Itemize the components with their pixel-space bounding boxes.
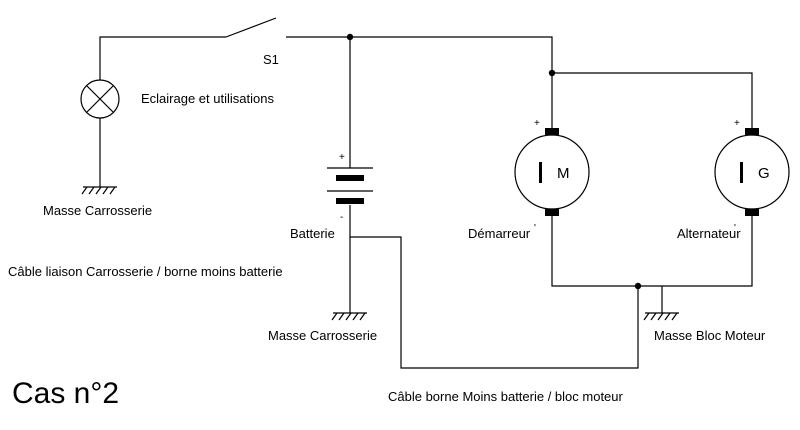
- junction-dot: [634, 282, 642, 290]
- starter-motor: [514, 128, 590, 216]
- wire-battery-to-engine-block: [350, 236, 639, 369]
- lamp-symbol: [80, 79, 120, 119]
- starter-letter: M: [557, 165, 570, 182]
- wires: [99, 17, 753, 369]
- ground-label-left: Masse Carrosserie: [43, 203, 152, 218]
- cable-body-label: Câble liaison Carrosserie / borne moins …: [8, 264, 283, 279]
- starter-minus-tick: ': [534, 223, 536, 234]
- battery-label: Batterie: [290, 226, 335, 241]
- starter-label: Démarreur: [468, 226, 531, 241]
- case-title: Cas n°2: [12, 377, 119, 410]
- wire-starter-to-bus: [551, 216, 753, 287]
- battery-plus-sign: +: [339, 152, 345, 163]
- ground-label-engine: Masse Bloc Moteur: [654, 328, 766, 343]
- switch-label: S1: [263, 52, 279, 67]
- ground-symbol-engine: [643, 312, 679, 321]
- junction-dot: [346, 33, 354, 41]
- alternator: [714, 128, 790, 216]
- ground-symbol-battery: [331, 312, 367, 321]
- wire-starter-to-alternator: [552, 72, 753, 128]
- junction-dot: [548, 69, 556, 77]
- wire-switch-to-starter: [286, 36, 553, 128]
- battery-minus-sign: -: [340, 212, 343, 223]
- starter-plus-sign: +: [534, 118, 540, 129]
- alternator-letter: G: [758, 165, 770, 182]
- ground-label-battery: Masse Carrosserie: [268, 328, 377, 343]
- alternator-label: Alternateur: [677, 226, 741, 241]
- ground-symbol-left: [81, 186, 117, 195]
- wire-lamp-to-switch: [99, 36, 226, 80]
- cable-engine-label: Câble borne Moins batterie / bloc moteur: [388, 389, 624, 404]
- lamp-label: Eclairage et utilisations: [141, 91, 274, 106]
- alternator-minus-tick: ': [734, 223, 736, 234]
- battery-symbol: [327, 167, 373, 204]
- switch-s1: [225, 17, 277, 38]
- alternator-plus-sign: +: [734, 118, 740, 129]
